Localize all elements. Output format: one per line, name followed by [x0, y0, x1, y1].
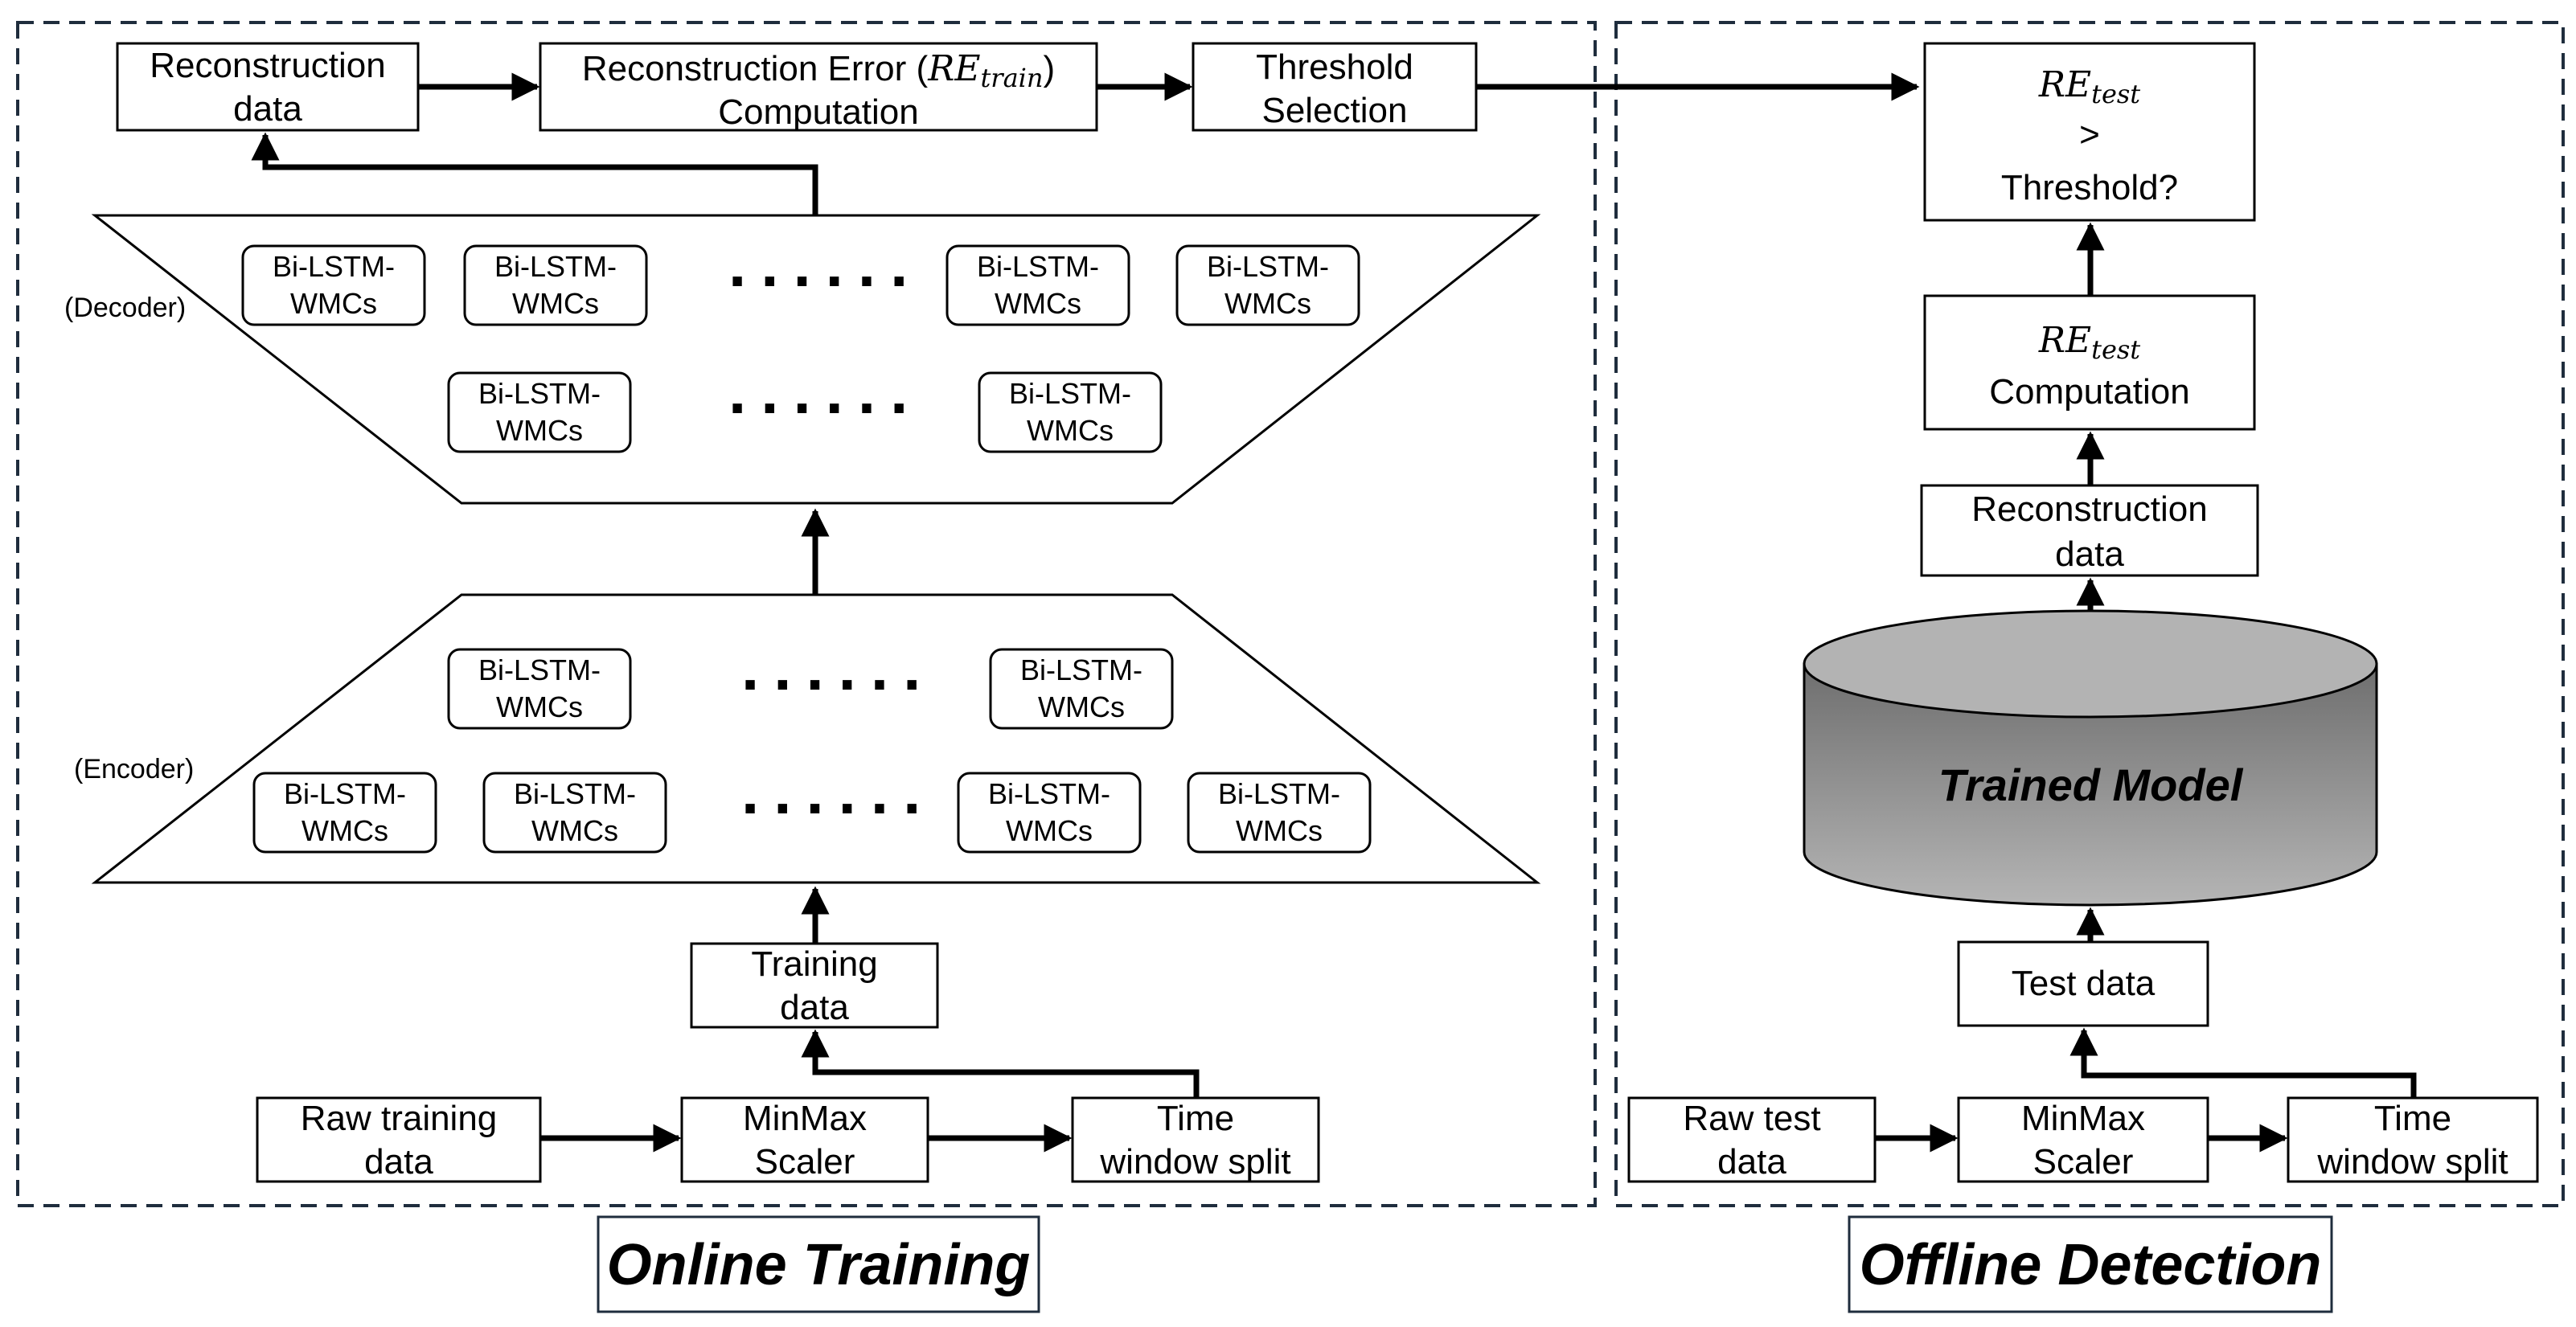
test-data-box: Test data: [1957, 940, 2209, 1027]
svg-text:WMCs: WMCs: [1027, 414, 1114, 447]
svg-text:data: data: [780, 988, 849, 1027]
training-data-box: Training data: [690, 942, 939, 1029]
svg-text:WMCs: WMCs: [290, 287, 377, 320]
svg-text:REtest: REtest: [2038, 64, 2140, 109]
encoder-ellipsis: ......: [741, 756, 935, 827]
decoder-cell: Bi-LSTM- WMCs: [978, 371, 1163, 453]
svg-text:Trained Model: Trained Model: [1938, 760, 2244, 810]
offline-detection-title: Offline Detection: [1848, 1215, 2333, 1313]
detection-time-window-split-box: Time window split: [2287, 1096, 2539, 1183]
svg-text:Bi-LSTM-: Bi-LSTM-: [273, 250, 395, 283]
encoder-cell: Bi-LSTM- WMCs: [1187, 772, 1372, 854]
encoder-cell: Bi-LSTM- WMCs: [447, 648, 632, 730]
svg-text:WMCs: WMCs: [1038, 690, 1125, 723]
online-training-frame: [16, 21, 1597, 1207]
svg-text:>: >: [2079, 115, 2100, 154]
svg-text:WMCs: WMCs: [1006, 814, 1093, 847]
svg-text:Bi-LSTM-: Bi-LSTM-: [494, 250, 617, 283]
svg-text:Bi-LSTM-: Bi-LSTM-: [514, 777, 636, 810]
svg-text:Online Training: Online Training: [607, 1233, 1031, 1297]
svg-text:data: data: [233, 89, 302, 129]
svg-text:WMCs: WMCs: [496, 414, 583, 447]
re-test-computation-box: REtest Computation: [1923, 294, 2256, 431]
svg-text:REtest: REtest: [2038, 320, 2140, 365]
svg-text:Bi-LSTM-: Bi-LSTM-: [478, 653, 601, 686]
svg-text:Bi-LSTM-: Bi-LSTM-: [1009, 377, 1131, 410]
decoder-cell: Bi-LSTM- WMCs: [241, 244, 426, 326]
trained-model-cylinder: Trained Model: [1803, 609, 2378, 907]
online-training-title: Online Training: [597, 1215, 1040, 1313]
svg-text:window split: window split: [1099, 1142, 1290, 1182]
svg-text:Scaler: Scaler: [2033, 1142, 2134, 1182]
offline-detection-frame: [1614, 21, 2565, 1207]
svg-text:WMCs: WMCs: [995, 287, 1081, 320]
svg-text:Scaler: Scaler: [755, 1142, 855, 1182]
svg-text:Time: Time: [2374, 1099, 2451, 1138]
detection-minmax-scaler-box: MinMax Scaler: [1957, 1096, 2209, 1183]
svg-text:Computation: Computation: [718, 92, 918, 132]
svg-text:Raw training: Raw training: [301, 1099, 498, 1138]
svg-text:WMCs: WMCs: [1224, 287, 1311, 320]
svg-text:Bi-LSTM-: Bi-LSTM-: [478, 377, 601, 410]
decoder-ellipsis: ......: [728, 228, 922, 300]
reconstruction-data-box: Reconstruction data: [116, 42, 420, 132]
svg-text:Test data: Test data: [2012, 964, 2156, 1003]
arrow-decoder-to-reconstruction: [251, 132, 818, 215]
re-train-computation-box: Reconstruction Error (REtrain) Computati…: [539, 42, 1098, 132]
svg-text:WMCs: WMCs: [301, 814, 388, 847]
svg-text:Time: Time: [1157, 1099, 1234, 1138]
svg-text:Threshold?: Threshold?: [2001, 168, 2178, 207]
training-minmax-scaler-box: MinMax Scaler: [680, 1096, 929, 1183]
encoder-cell: Bi-LSTM- WMCs: [252, 772, 437, 854]
svg-text:Bi-LSTM-: Bi-LSTM-: [977, 250, 1099, 283]
svg-text:Computation: Computation: [1989, 372, 2189, 412]
encoder-cell: Bi-LSTM- WMCs: [482, 772, 667, 854]
svg-text:Threshold: Threshold: [1256, 47, 1413, 87]
svg-text:data: data: [1717, 1142, 1786, 1182]
svg-text:MinMax: MinMax: [743, 1099, 867, 1138]
training-time-window-split-box: Time window split: [1071, 1096, 1320, 1183]
arrow-split-to-training-data: [801, 1029, 1200, 1098]
svg-text:window split: window split: [2316, 1142, 2508, 1182]
raw-test-data-box: Raw test data: [1627, 1096, 1877, 1183]
svg-text:Bi-LSTM-: Bi-LSTM-: [1020, 653, 1142, 686]
svg-text:MinMax: MinMax: [2021, 1099, 2145, 1138]
svg-text:WMCs: WMCs: [1236, 814, 1323, 847]
decoder-cell: Bi-LSTM- WMCs: [945, 244, 1130, 326]
detection-reconstruction-data-box: Reconstruction data: [1920, 484, 2259, 577]
svg-text:Bi-LSTM-: Bi-LSTM-: [1207, 250, 1329, 283]
svg-text:Reconstruction Error (REtrain): Reconstruction Error (REtrain): [582, 48, 1055, 93]
threshold-check-box: REtest > Threshold?: [1923, 42, 2256, 222]
decoder-cell: Bi-LSTM- WMCs: [463, 244, 648, 326]
raw-training-data-box: Raw training data: [256, 1096, 542, 1183]
encoder-ellipsis: ......: [741, 632, 935, 703]
svg-text:Offline Detection: Offline Detection: [1860, 1233, 2322, 1297]
svg-text:WMCs: WMCs: [496, 690, 583, 723]
decoder-cell: Bi-LSTM- WMCs: [447, 371, 632, 453]
svg-text:data: data: [2055, 534, 2124, 574]
svg-text:Bi-LSTM-: Bi-LSTM-: [284, 777, 406, 810]
decoder-label: (Decoder): [64, 293, 186, 323]
decoder-cell: Bi-LSTM- WMCs: [1175, 244, 1360, 326]
svg-text:Training: Training: [751, 944, 877, 984]
svg-text:WMCs: WMCs: [531, 814, 618, 847]
svg-text:Selection: Selection: [1261, 91, 1407, 130]
encoder-cell: Bi-LSTM- WMCs: [957, 772, 1142, 854]
svg-text:Raw test: Raw test: [1683, 1099, 1820, 1138]
svg-text:WMCs: WMCs: [512, 287, 599, 320]
threshold-selection-box: Threshold Selection: [1192, 42, 1478, 132]
encoder-cell: Bi-LSTM- WMCs: [989, 648, 1174, 730]
svg-text:Reconstruction: Reconstruction: [150, 46, 385, 85]
svg-text:Bi-LSTM-: Bi-LSTM-: [1218, 777, 1340, 810]
decoder-ellipsis: ......: [728, 355, 922, 427]
arrow-test-split-to-test-data: [2069, 1027, 2417, 1098]
encoder-label: (Encoder): [74, 754, 194, 784]
svg-text:Bi-LSTM-: Bi-LSTM-: [988, 777, 1110, 810]
svg-text:Reconstruction: Reconstruction: [1971, 489, 2207, 529]
svg-text:data: data: [364, 1142, 433, 1182]
